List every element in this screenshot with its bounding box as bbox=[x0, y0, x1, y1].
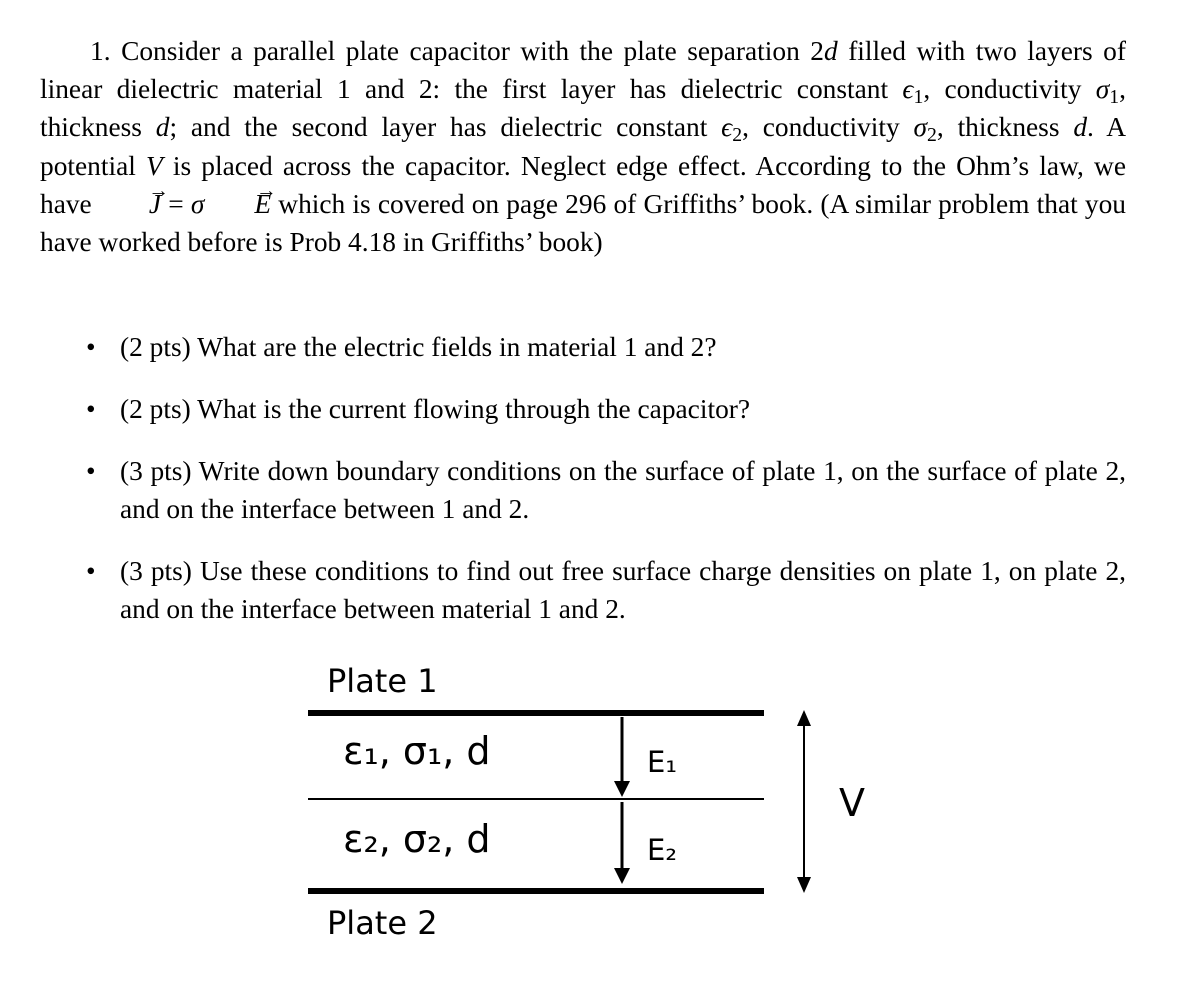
bullet-icon: • bbox=[86, 456, 96, 486]
bullet-icon: • bbox=[86, 394, 96, 424]
question-item: • (3 pts) Use these conditions to find o… bbox=[86, 552, 1126, 628]
voltage-label: V bbox=[839, 781, 865, 825]
question-item: • (3 pts) Write down boundary conditions… bbox=[86, 452, 1126, 528]
current-density-vector: J bbox=[99, 185, 161, 223]
plate1-label: Plate 1 bbox=[327, 662, 438, 700]
layer1-label: ε₁, σ₁, d bbox=[343, 729, 491, 773]
question-item: • (2 pts) What are the electric fields i… bbox=[86, 328, 1126, 366]
problem-number: 1. bbox=[90, 36, 111, 66]
electric-field-vector: E bbox=[204, 185, 271, 223]
bullet-icon: • bbox=[86, 556, 96, 586]
field1-label: E₁ bbox=[647, 745, 677, 779]
bullet-icon: • bbox=[86, 332, 96, 362]
voltage-arrowhead-up-icon bbox=[797, 710, 811, 726]
plate2-label: Plate 2 bbox=[327, 904, 438, 942]
field2-arrowhead-icon bbox=[614, 868, 630, 884]
field1-arrowhead-icon bbox=[614, 781, 630, 797]
question-item: • (2 pts) What is the current flowing th… bbox=[86, 390, 1126, 428]
problem-statement: 1. Consider a parallel plate capacitor w… bbox=[40, 32, 1126, 261]
voltage-arrowhead-down-icon bbox=[797, 877, 811, 893]
layer2-label: ε₂, σ₂, d bbox=[343, 817, 491, 861]
field2-label: E₂ bbox=[647, 833, 677, 867]
